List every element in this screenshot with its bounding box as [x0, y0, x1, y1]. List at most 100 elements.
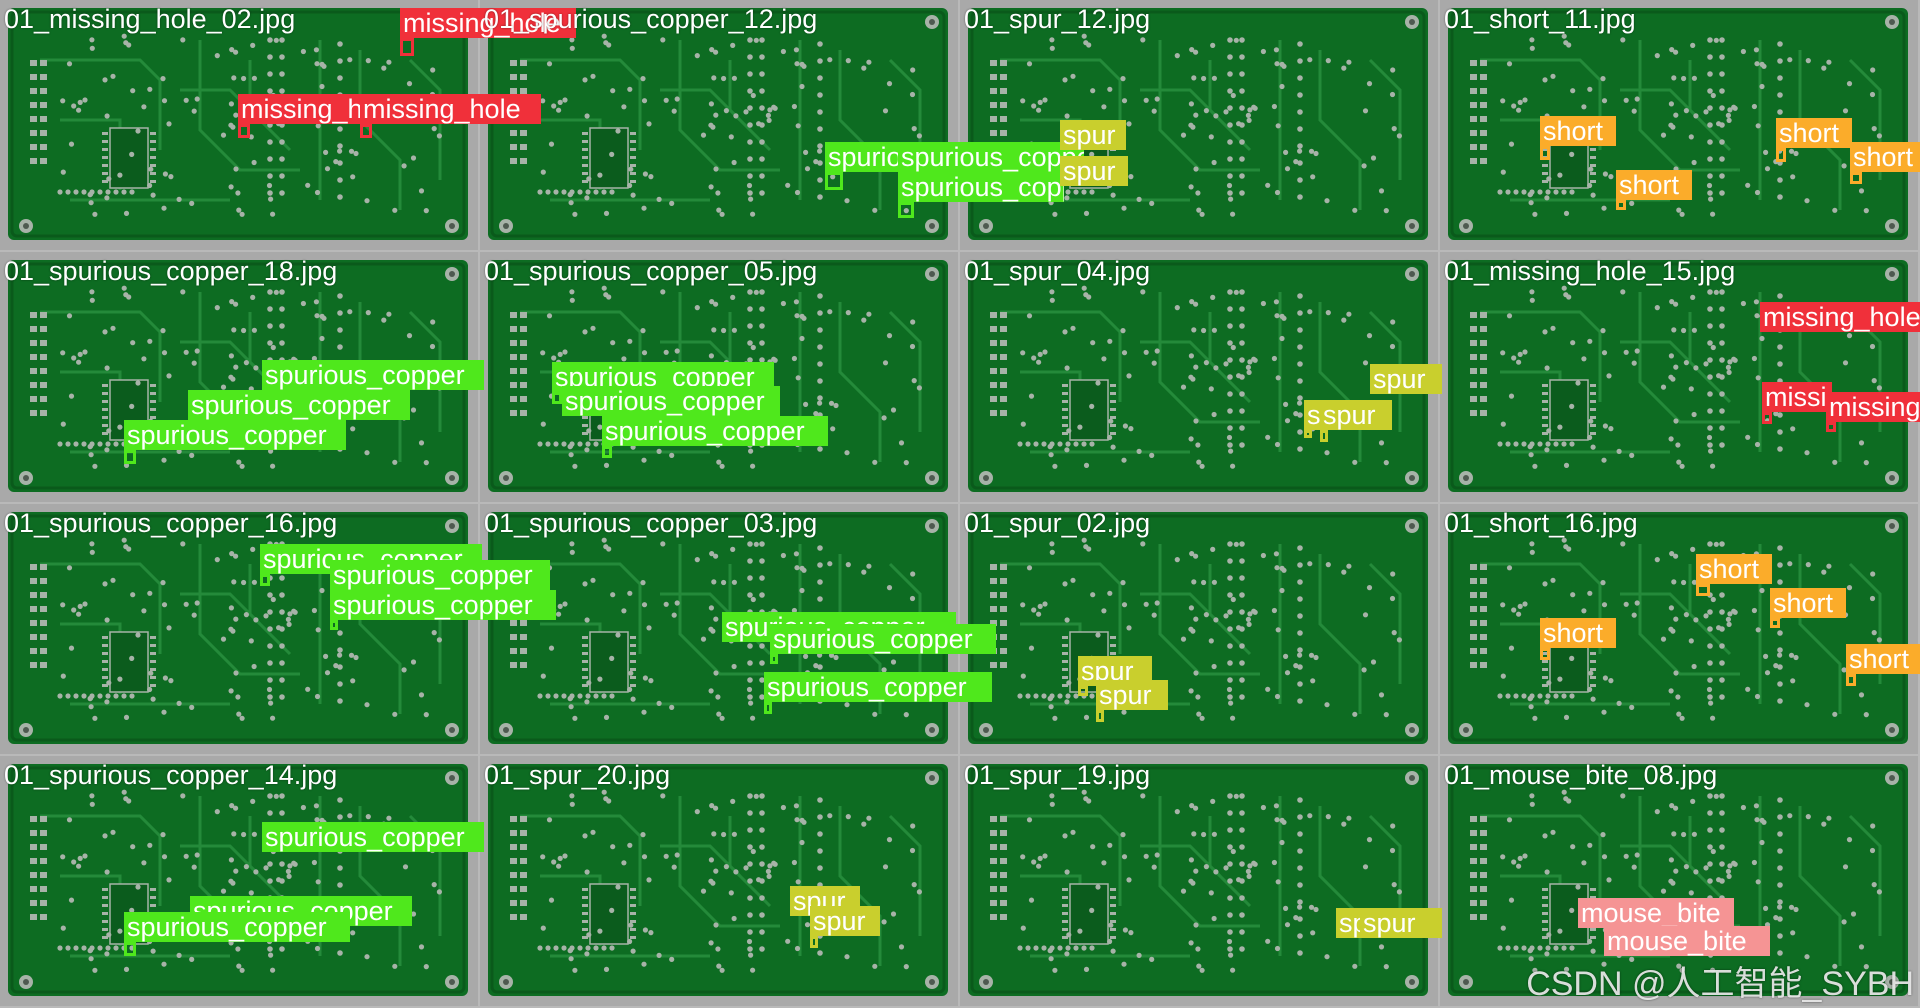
image-tile: 01_spur_04.jpg — [960, 252, 1438, 502]
detection-label: spurious_copper — [602, 416, 828, 446]
image-tile: 01_spurious_copper_14.jpg — [0, 756, 478, 1006]
detection-box — [400, 38, 414, 56]
detection-box — [1096, 710, 1104, 722]
image-tile: 01_short_16.jpg — [1440, 504, 1918, 754]
detection-box — [764, 702, 772, 714]
pcb-board-photo — [1440, 504, 1918, 754]
detection-label: missing_hole — [1760, 302, 1920, 332]
detection-box — [330, 620, 338, 630]
detection-box — [238, 124, 250, 138]
detection-box — [1320, 430, 1328, 442]
detection-label: spur — [1060, 120, 1126, 150]
tile-filename: 01_spurious_copper_14.jpg — [4, 760, 338, 790]
detection-label: spurious_copper — [262, 360, 484, 390]
detection-label: short — [1770, 588, 1846, 618]
detection-label: spurious_copper — [764, 672, 992, 702]
detection-label: missing_hole — [400, 8, 576, 38]
detection-label: missing_hole — [1762, 382, 1832, 412]
image-tile: 01_short_11.jpg — [1440, 0, 1918, 250]
detection-label: spurious_copper — [898, 142, 1084, 172]
detection-label: spurious_copper — [330, 560, 550, 590]
detection-label: spurious_copper — [262, 822, 484, 852]
detection-box — [1762, 412, 1772, 424]
pcb-board-photo — [0, 756, 478, 1006]
pcb-board-photo — [1440, 252, 1918, 502]
detection-box — [825, 172, 843, 190]
pcb-board-photo — [960, 0, 1438, 250]
detection-label: short — [1540, 116, 1616, 146]
detection-box — [1078, 686, 1088, 696]
tile-filename: 01_missing_hole_02.jpg — [4, 4, 296, 34]
detection-label: short — [1846, 644, 1920, 674]
detection-box — [1696, 584, 1710, 596]
image-tile: 01_spur_02.jpg — [960, 504, 1438, 754]
detection-label: spurious_copper — [124, 420, 346, 450]
image-tile: 01_spurious_copper_16.jpg — [0, 504, 478, 754]
detection-box — [1850, 172, 1862, 184]
tile-filename: 01_spur_02.jpg — [964, 508, 1151, 538]
detection-label: spurious_copper — [770, 624, 996, 654]
tile-filename: 01_spurious_copper_05.jpg — [484, 256, 818, 286]
detection-label: spur — [1060, 156, 1128, 186]
detection-label: spurious_copper — [330, 590, 556, 620]
detection-label: short — [1850, 142, 1920, 172]
detection-label: spur — [1320, 400, 1392, 430]
detection-box — [770, 654, 778, 664]
detection-box — [898, 202, 914, 218]
tile-filename: 01_spur_19.jpg — [964, 760, 1151, 790]
tile-filename: 01_spurious_copper_12.jpg — [484, 4, 818, 34]
image-tile: 01_mouse_bite_08.jpg — [1440, 756, 1918, 1006]
detection-box — [1776, 148, 1786, 162]
pcb-board-photo — [0, 504, 478, 754]
pcb-board-photo — [0, 252, 478, 502]
detection-label: spur — [1370, 364, 1442, 394]
image-tile: 01_spur_19.jpg — [960, 756, 1438, 1006]
detection-label: spur — [1096, 680, 1168, 710]
tile-filename: 01_spurious_copper_03.jpg — [484, 508, 818, 538]
detection-box — [1540, 648, 1550, 660]
tile-filename: 01_spur_04.jpg — [964, 256, 1151, 286]
detection-label: mouse_bite — [1604, 926, 1770, 956]
pcb-board-photo — [480, 756, 958, 1006]
detection-box — [124, 942, 136, 956]
detection-label: spurious_copper — [188, 390, 410, 420]
watermark-text: CSDN @人工智能_SYBH — [1526, 965, 1914, 1003]
detection-label: spur — [810, 906, 880, 936]
detection-label: spurious_copper — [898, 172, 1064, 202]
pcb-board-photo — [960, 504, 1438, 754]
tile-filename: 01_short_16.jpg — [1444, 508, 1638, 538]
detection-label: spurious_copper — [562, 386, 780, 416]
detection-label: short — [1776, 118, 1852, 148]
detection-box — [1770, 618, 1780, 628]
pcb-board-photo — [960, 252, 1438, 502]
detection-box — [1616, 200, 1626, 210]
detection-box — [1846, 674, 1856, 686]
detection-box — [360, 124, 372, 138]
detection-box — [1304, 430, 1312, 438]
pcb-board-photo — [960, 756, 1438, 1006]
detection-box — [1540, 146, 1550, 160]
tile-filename: 01_short_11.jpg — [1444, 4, 1636, 34]
detection-box — [552, 392, 562, 404]
image-tile: 01_spurious_copper_03.jpg — [480, 504, 958, 754]
detection-label: spurious_copper — [825, 142, 906, 172]
image-tile: 01_spurious_copper_12.jpg — [480, 0, 958, 250]
image-tile: 01_missing_hole_15.jpg — [1440, 252, 1918, 502]
pcb-board-photo — [480, 0, 958, 250]
detection-box — [260, 574, 270, 586]
tile-filename: 01_spurious_copper_16.jpg — [4, 508, 338, 538]
detection-label: mouse_bite — [1578, 898, 1734, 928]
pcb-board-photo — [480, 504, 958, 754]
detection-label: missing_hole — [1826, 392, 1920, 422]
tile-filename: 01_spur_12.jpg — [964, 4, 1151, 34]
image-tile: 01_spur_20.jpg — [480, 756, 958, 1006]
pcb-board-photo — [1440, 756, 1918, 1006]
tile-filename: 01_mouse_bite_08.jpg — [1444, 760, 1718, 790]
detection-label: missing_hole — [360, 94, 541, 124]
tile-filename: 01_spur_20.jpg — [484, 760, 671, 790]
tile-filename: 01_spurious_copper_18.jpg — [4, 256, 338, 286]
image-tile: 01_spur_12.jpg — [960, 0, 1438, 250]
detection-box — [1826, 422, 1836, 432]
image-tile: 01_spurious_copper_18.jpg — [0, 252, 478, 502]
